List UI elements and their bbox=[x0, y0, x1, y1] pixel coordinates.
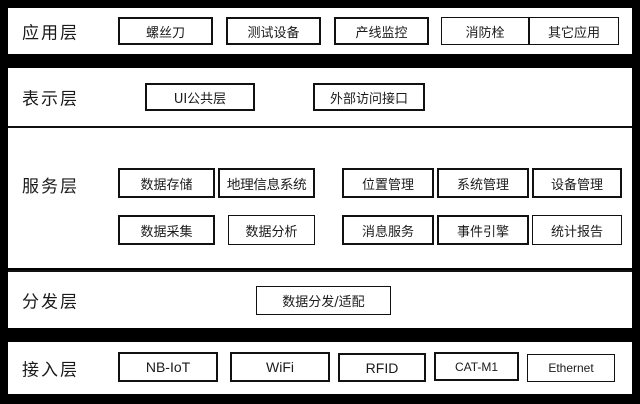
node-label: 其它应用 bbox=[547, 25, 600, 41]
layer-presentation: 表示层 UI公共层 外部访问接口 bbox=[8, 68, 632, 126]
node-wifi[interactable]: WiFi bbox=[230, 352, 330, 382]
layer-label-presentation: 表示层 bbox=[22, 89, 79, 110]
node-label: 消息服务 bbox=[361, 224, 414, 240]
layer-access: 接入层 NB-IoT WiFi RFID CAT-M1 Ethernet bbox=[8, 342, 632, 394]
node-fire-hydrant[interactable]: 消防栓 bbox=[441, 17, 529, 45]
node-location-management[interactable]: 位置管理 bbox=[342, 168, 434, 198]
node-data-acquisition[interactable]: 数据采集 bbox=[118, 215, 215, 245]
node-screwdriver[interactable]: 螺丝刀 bbox=[118, 17, 213, 45]
node-device-management[interactable]: 设备管理 bbox=[532, 168, 622, 198]
node-label: 消防栓 bbox=[465, 25, 505, 41]
node-label: 事件引擎 bbox=[456, 224, 509, 240]
node-label: Ethernet bbox=[548, 361, 594, 375]
node-label: 统计报告 bbox=[550, 224, 603, 240]
node-production-line-monitoring[interactable]: 产线监控 bbox=[334, 17, 429, 45]
node-label: 系统管理 bbox=[456, 177, 509, 193]
divider-service-distribution bbox=[8, 270, 632, 272]
layer-service: 服务层 数据存储 地理信息系统 位置管理 系统管理 设备管理 数据采集 数据分析… bbox=[8, 128, 632, 268]
node-label: 螺丝刀 bbox=[145, 25, 185, 41]
node-gis[interactable]: 地理信息系统 bbox=[218, 168, 315, 198]
node-label: 产线监控 bbox=[355, 25, 408, 41]
node-label: 数据采集 bbox=[140, 224, 193, 240]
node-label: 数据分发/适配 bbox=[282, 295, 365, 310]
node-label: CAT-M1 bbox=[454, 359, 499, 374]
node-cat-m1[interactable]: CAT-M1 bbox=[434, 352, 519, 381]
node-label: 数据分析 bbox=[245, 224, 298, 240]
divider-presentation-service bbox=[8, 126, 632, 128]
node-label: NB-IoT bbox=[145, 359, 191, 375]
node-ethernet[interactable]: Ethernet bbox=[527, 354, 615, 382]
layer-distribution: 分发层 数据分发/适配 bbox=[8, 272, 632, 328]
node-test-equipment[interactable]: 测试设备 bbox=[226, 17, 321, 45]
node-rfid[interactable]: RFID bbox=[338, 353, 426, 382]
node-label: 位置管理 bbox=[361, 177, 414, 193]
node-data-distribution-adaptation[interactable]: 数据分发/适配 bbox=[256, 286, 391, 315]
node-label: 设备管理 bbox=[550, 177, 603, 193]
layer-label-access: 接入层 bbox=[22, 360, 79, 381]
node-data-storage[interactable]: 数据存储 bbox=[118, 168, 215, 198]
node-label: 数据存储 bbox=[140, 177, 193, 193]
layer-label-service: 服务层 bbox=[22, 177, 79, 197]
node-system-management[interactable]: 系统管理 bbox=[437, 168, 529, 198]
layer-label-distribution: 分发层 bbox=[22, 292, 79, 313]
node-label: WiFi bbox=[266, 359, 294, 375]
node-statistical-report[interactable]: 统计报告 bbox=[532, 215, 622, 245]
node-other-applications[interactable]: 其它应用 bbox=[529, 17, 619, 45]
node-event-engine[interactable]: 事件引擎 bbox=[437, 215, 529, 245]
node-nb-iot[interactable]: NB-IoT bbox=[118, 352, 218, 382]
node-data-analysis[interactable]: 数据分析 bbox=[228, 215, 315, 245]
node-label: RFID bbox=[365, 359, 399, 376]
node-message-service[interactable]: 消息服务 bbox=[342, 215, 434, 245]
node-label: UI公共层 bbox=[173, 91, 227, 107]
node-label: 外部访问接口 bbox=[329, 91, 408, 107]
layer-application: 应用层 螺丝刀 测试设备 产线监控 消防栓 其它应用 bbox=[8, 8, 632, 54]
node-external-access-interface[interactable]: 外部访问接口 bbox=[313, 83, 425, 111]
node-label: 测试设备 bbox=[247, 25, 300, 41]
node-ui-common-layer[interactable]: UI公共层 bbox=[145, 83, 255, 111]
node-label: 地理信息系统 bbox=[226, 177, 307, 193]
layer-label-application: 应用层 bbox=[22, 23, 79, 44]
